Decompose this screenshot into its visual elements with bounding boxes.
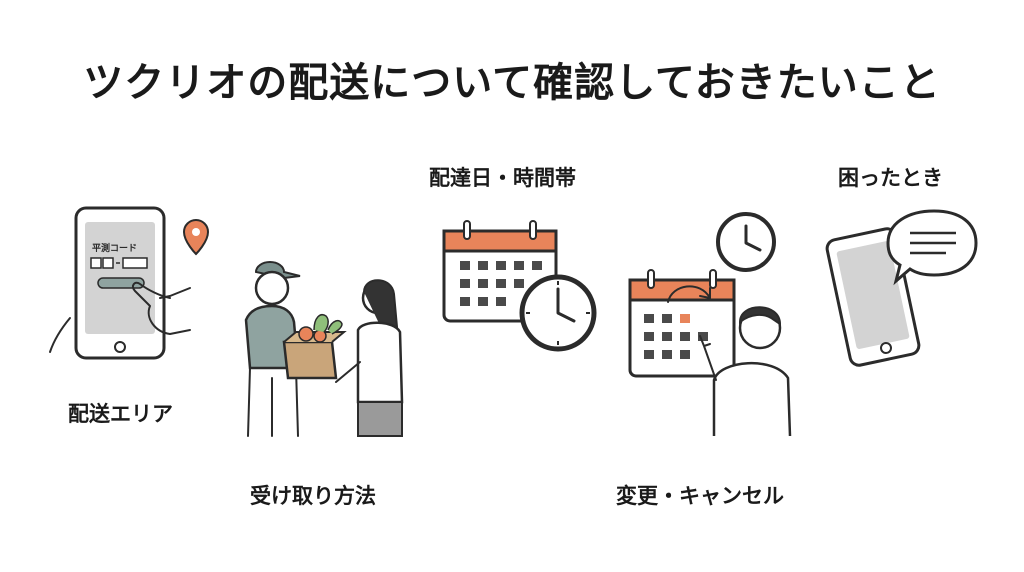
receiving-method-label: 受け取り方法: [250, 484, 376, 508]
phone-chat-icon: [825, 209, 978, 367]
delivery-date-time-label: 配達日・時間帯: [429, 166, 576, 190]
package-handoff-icon: [244, 261, 404, 437]
calendar-clock-icon: [442, 220, 597, 352]
phone-postal-code-icon: 平測コード: [49, 206, 210, 360]
postal-code-label: 平測コード: [92, 242, 137, 254]
delivery-area-label: 配送エリア: [68, 402, 173, 426]
reschedule-icon: [628, 212, 792, 437]
change-cancel-label: 変更・キャンセル: [616, 484, 784, 508]
trouble-label: 困ったとき: [838, 166, 943, 190]
page-title: ツクリオの配送について確認しておきたいこと: [83, 60, 941, 106]
